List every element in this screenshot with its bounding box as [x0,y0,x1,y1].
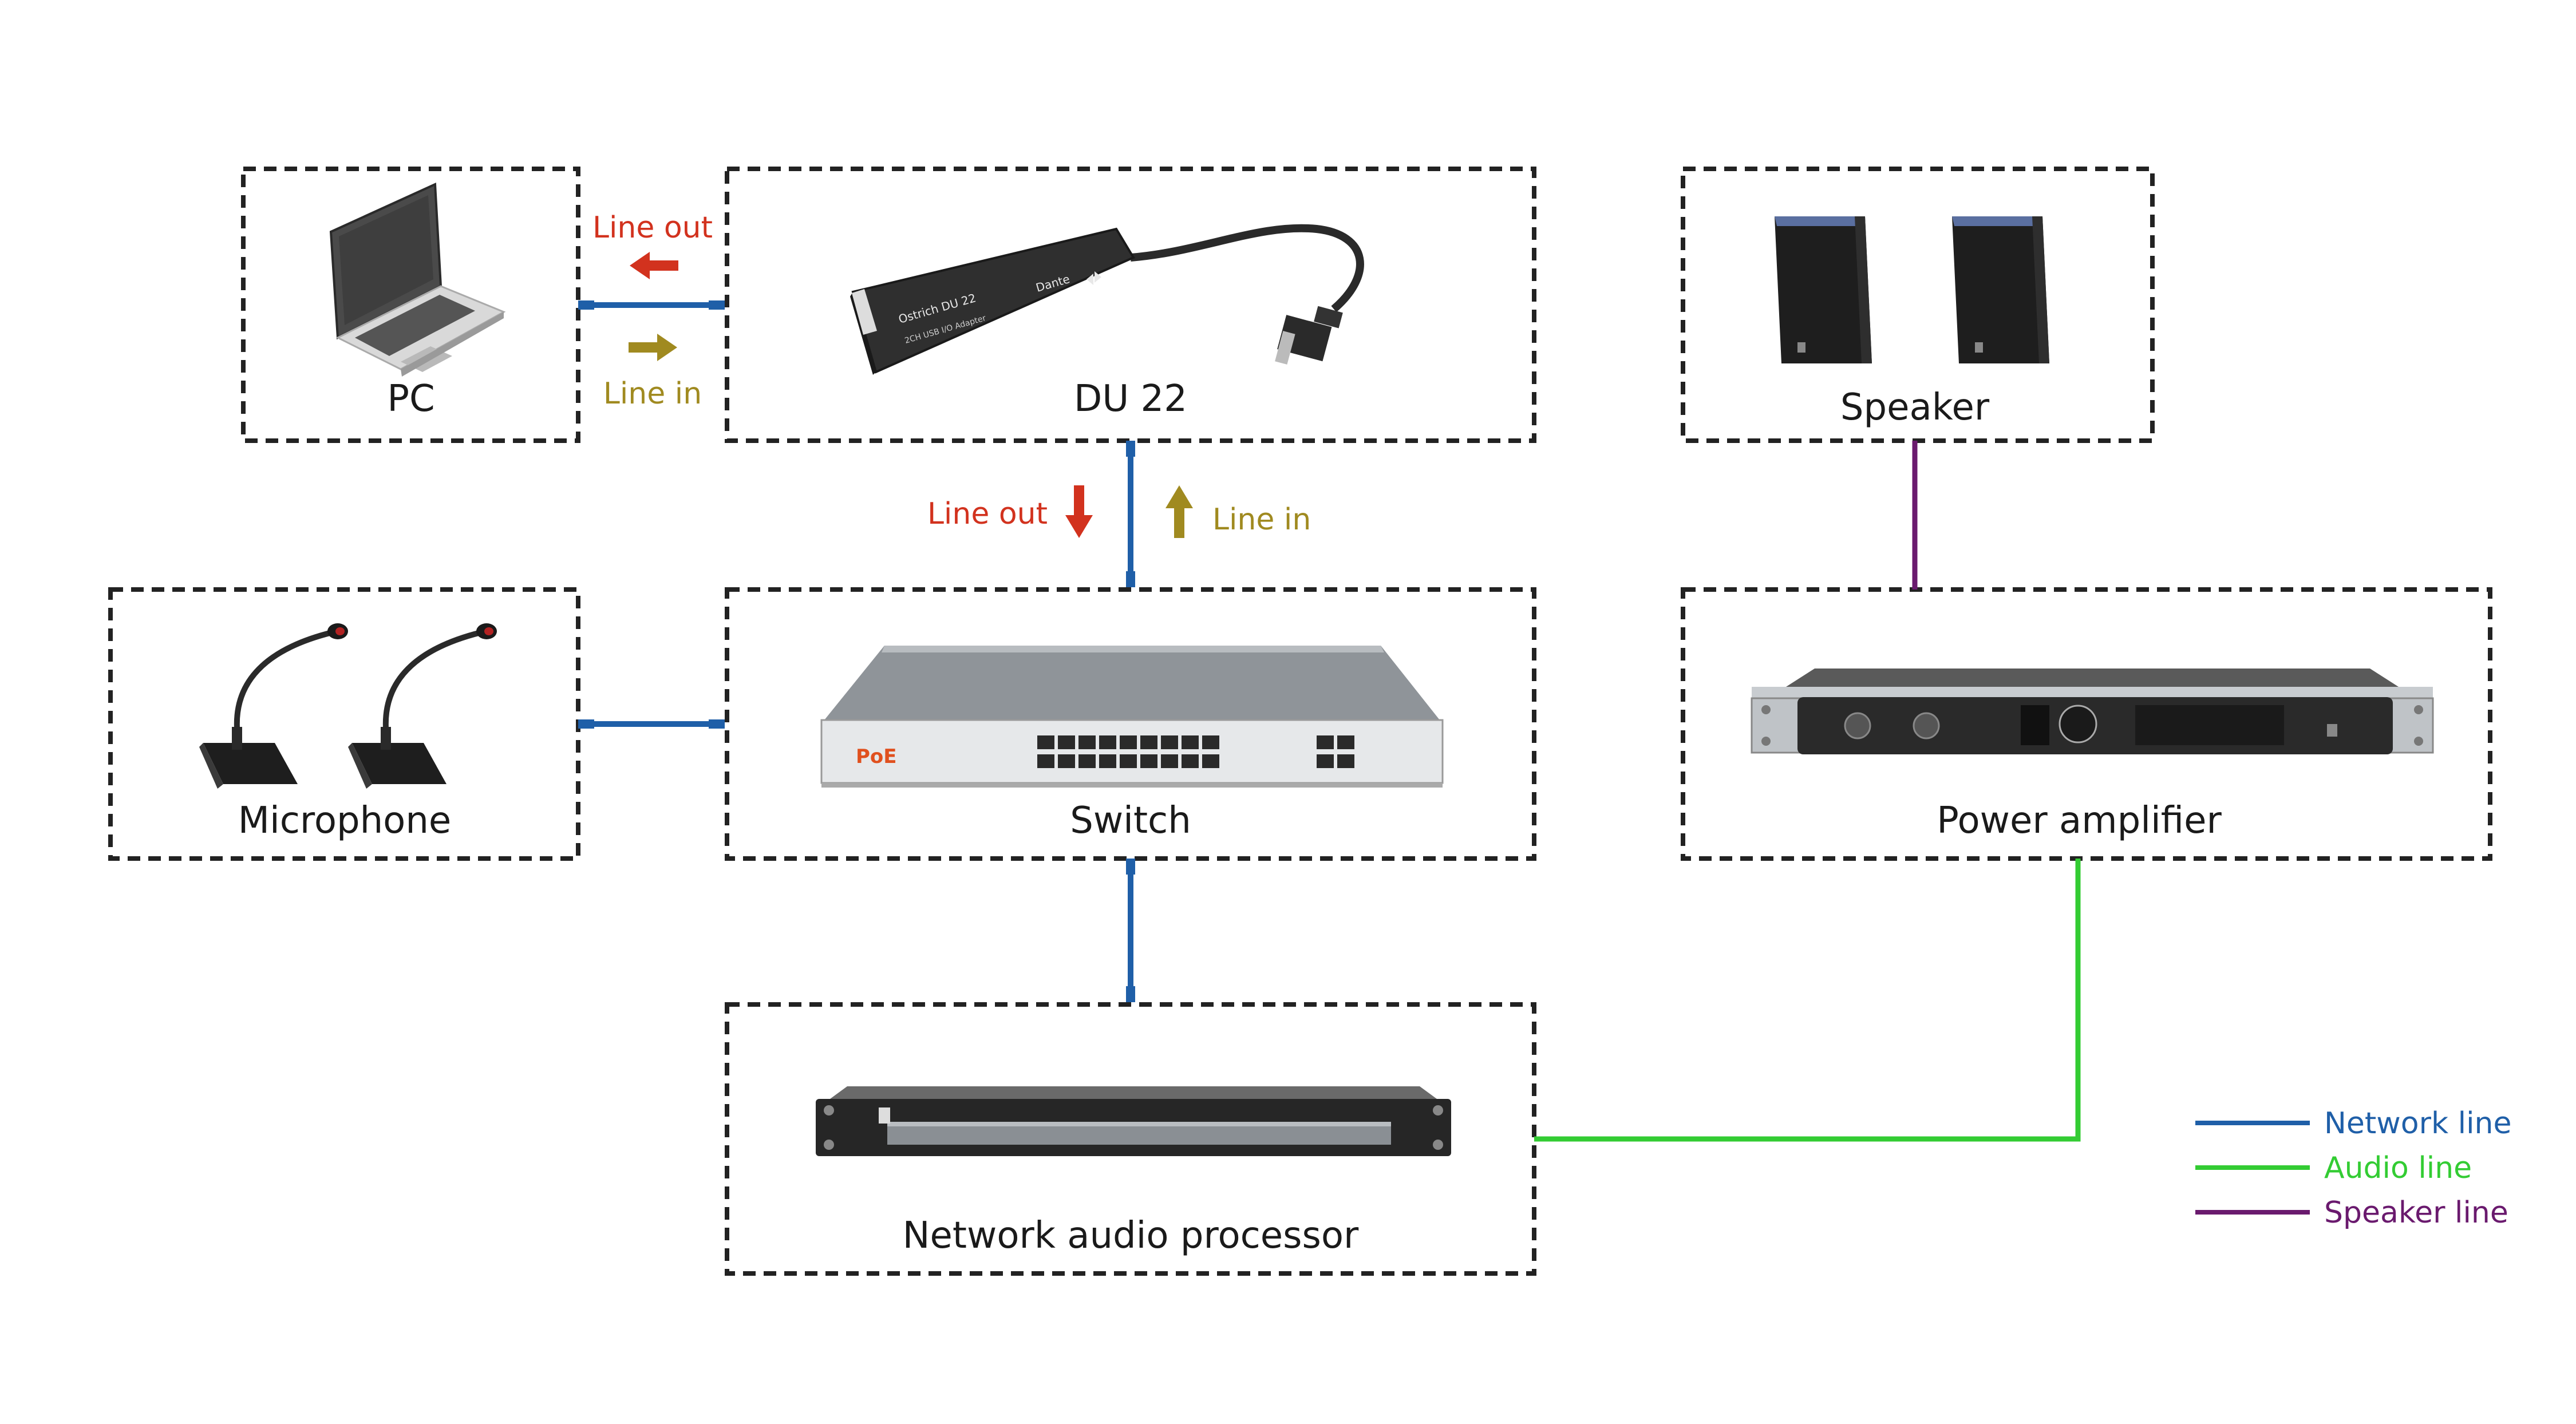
gooseneck-microphone-icon [199,623,497,789]
arrow-up-icon [1165,485,1193,538]
speaker-icon [1775,216,2049,363]
power-amplifier-icon [1751,669,2434,754]
poe-logo: PoE [856,745,897,768]
legend-speaker-label: Speaker line [2324,1196,2508,1230]
usb-dante-adapter-icon: Ostrich DU 22 2CH USB I/O Adapter Dante [850,224,1364,375]
arrow-down-icon [1065,485,1093,538]
arrow-left-icon [630,252,678,279]
amplifier-label: Power amplifier [1937,800,2222,842]
pc-du22-line-out-label: Line out [592,211,713,245]
pc-du22-network-line [578,300,725,310]
processor-label: Network audio processor [903,1215,1359,1257]
du22-box [725,167,1536,443]
pc-box [241,167,580,443]
du22-switch-network-line [1126,441,1135,587]
amplifier-box [1681,587,2492,861]
legend-audio-label: Audio line [2324,1151,2472,1185]
switch-label: Switch [1070,800,1191,842]
arrow-right-icon [629,334,677,361]
du22-label: DU 22 [1074,378,1187,420]
processor-box [725,1002,1536,1276]
pc-du22-line-in-label: Line in [603,377,702,411]
laptop-icon [329,182,506,377]
pc-label: PC [387,378,434,420]
legend: Network line Audio line Speaker line [2195,1106,2512,1230]
du22-switch-line-out-label: Line out [927,497,1048,531]
rack-processor-icon [816,1086,1451,1156]
switch-processor-network-line [1126,859,1135,1002]
speaker-label: Speaker [1840,386,1990,429]
legend-network-label: Network line [2324,1106,2512,1141]
speaker-box [1681,167,2155,443]
audio-line [1534,859,2081,1142]
mic-switch-network-line [578,719,725,729]
network-switch-icon: PoE [820,646,1444,788]
microphone-label: Microphone [238,800,452,842]
du22-switch-line-in-label: Line in [1212,503,1311,537]
switch-box [725,587,1536,861]
